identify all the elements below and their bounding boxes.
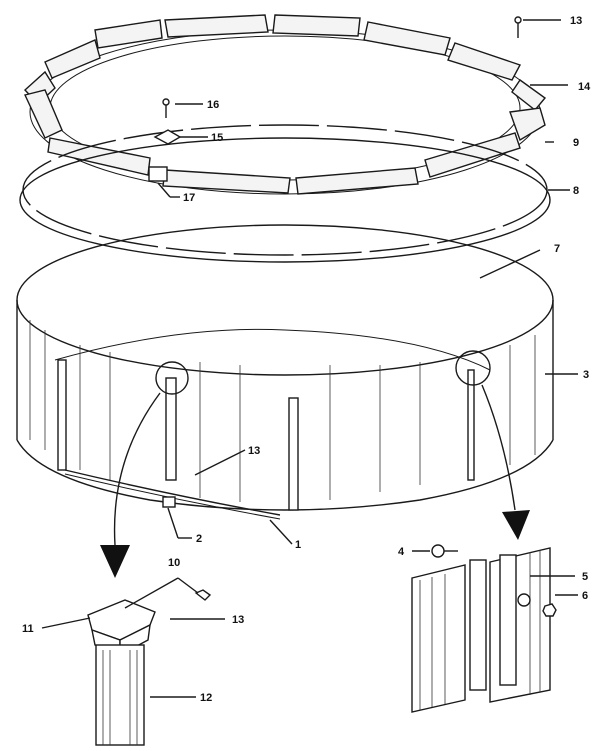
seam-strip-right bbox=[499, 554, 517, 686]
leader-lines bbox=[41, 19, 578, 698]
top-cap-ring bbox=[24, 14, 547, 195]
seam-strip-left bbox=[469, 559, 487, 691]
top-cap-segments bbox=[24, 14, 547, 195]
callout-2: 2 bbox=[196, 533, 202, 545]
callout-13-top: 13 bbox=[570, 15, 582, 27]
upright-post bbox=[95, 644, 145, 746]
pool-body bbox=[16, 224, 554, 520]
screw-13-top bbox=[514, 16, 522, 38]
upright-right bbox=[467, 369, 475, 481]
detail-arrow-left bbox=[100, 392, 161, 578]
bottom-track bbox=[64, 469, 281, 516]
callout-labels: 13 14 16 15 17 9 8 7 3 13 1 2 4 5 6 10 1… bbox=[22, 15, 591, 704]
callout-14: 14 bbox=[578, 81, 591, 93]
connector-clip bbox=[194, 589, 212, 601]
callout-5: 5 bbox=[582, 571, 588, 583]
callout-7: 7 bbox=[554, 243, 560, 255]
callout-13-bottom: 13 bbox=[232, 614, 244, 626]
wall-hatching bbox=[29, 320, 536, 502]
upright-center-left bbox=[165, 377, 177, 481]
callout-4: 4 bbox=[398, 546, 405, 558]
callout-15: 15 bbox=[211, 132, 223, 144]
stabilizer-ring bbox=[19, 137, 551, 263]
callout-6: 6 bbox=[582, 590, 588, 602]
cap-connector-plate bbox=[148, 166, 168, 182]
wall-panel-left bbox=[411, 564, 466, 713]
callout-16: 16 bbox=[207, 99, 219, 111]
detail-arrow-right bbox=[481, 384, 530, 540]
callout-1: 1 bbox=[295, 539, 301, 551]
wall-panel-right bbox=[489, 547, 551, 703]
detail-circle-left bbox=[155, 361, 189, 395]
callout-13-mid: 13 bbox=[248, 445, 260, 457]
detail-circle-right bbox=[455, 350, 491, 386]
wall-seam-detail bbox=[411, 544, 557, 713]
upright-left bbox=[57, 359, 67, 471]
bolt bbox=[431, 544, 458, 558]
liner-top-edge bbox=[16, 224, 554, 376]
washer bbox=[517, 593, 531, 607]
callout-10: 10 bbox=[168, 557, 180, 569]
callout-3: 3 bbox=[583, 369, 589, 381]
bottom-plate bbox=[162, 496, 176, 508]
upright-center bbox=[288, 397, 299, 511]
upright-cap-detail bbox=[87, 589, 212, 746]
screw-16 bbox=[162, 98, 170, 118]
callout-17: 17 bbox=[183, 192, 195, 204]
nut bbox=[542, 603, 557, 617]
callout-11: 11 bbox=[22, 623, 34, 635]
callout-9: 9 bbox=[573, 137, 579, 149]
callout-8: 8 bbox=[573, 185, 579, 197]
callout-12: 12 bbox=[200, 692, 212, 704]
washer-15 bbox=[153, 129, 182, 145]
